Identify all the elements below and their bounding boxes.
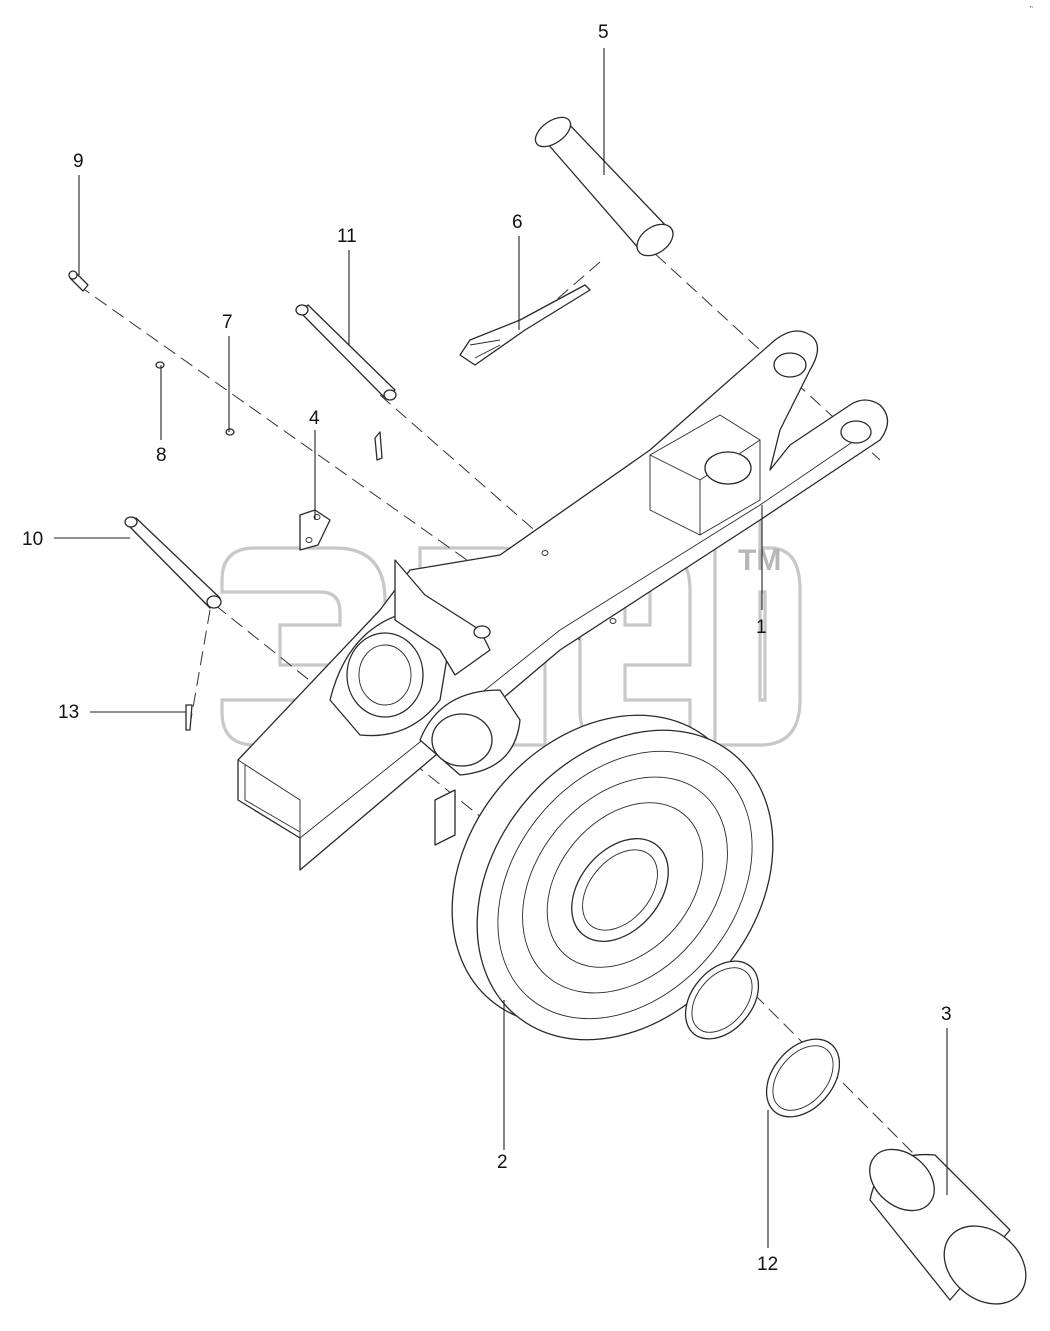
callout-labels: 5 6 11 9 7 8 4 10 13 1 2 3 12	[22, 22, 952, 1275]
leader-lines	[54, 48, 948, 1248]
callout-13: 13	[58, 702, 79, 723]
callout-5: 5	[598, 22, 609, 43]
part-12-bushings	[684, 960, 841, 1118]
callout-9: 9	[73, 151, 84, 172]
callout-10: 10	[22, 529, 43, 550]
part-9-bolt	[68, 270, 89, 292]
part-2-sheave	[451, 714, 774, 1041]
callout-11: 11	[337, 226, 357, 247]
part-3-axle	[869, 1148, 1027, 1305]
callout-12: 12	[757, 1254, 778, 1275]
part-4-bracket	[299, 509, 331, 551]
part-5-pin	[534, 116, 674, 257]
callout-8: 8	[156, 445, 167, 466]
callout-1: 1	[756, 617, 767, 638]
part-1-arm-frame	[237, 330, 889, 871]
callout-7: 7	[222, 312, 233, 333]
callout-4: 4	[309, 408, 320, 429]
watermark-trademark: TM	[738, 544, 781, 577]
part-13-cotter-pin	[185, 704, 193, 731]
part-7-8-washers	[155, 361, 235, 436]
callout-6: 6	[512, 212, 523, 233]
callout-2: 2	[497, 1152, 508, 1173]
part-10-pin	[124, 516, 222, 609]
part-6-cotter-key	[459, 284, 591, 366]
part-11-pin	[295, 304, 397, 461]
callout-3: 3	[941, 1004, 952, 1025]
corner-mark: "	[1030, 5, 1033, 14]
